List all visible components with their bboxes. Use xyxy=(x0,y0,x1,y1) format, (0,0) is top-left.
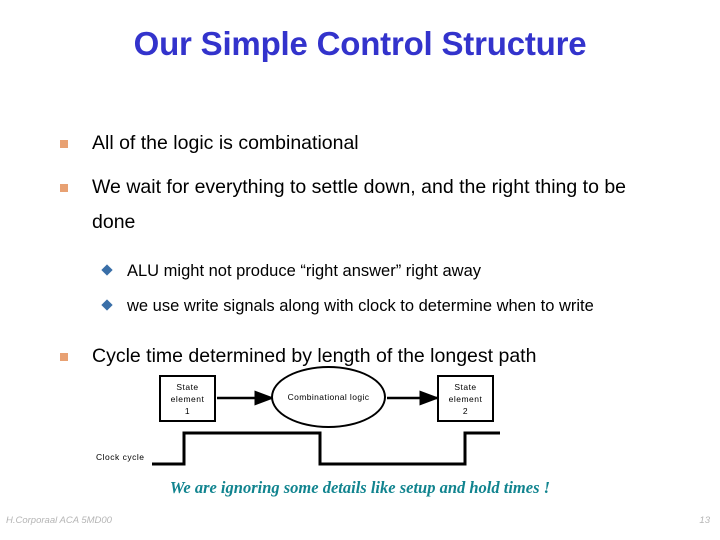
bullet-item-1: All of the logic is combinational xyxy=(0,126,720,161)
sub-bullet-group: ALU might not produce “right answer” rig… xyxy=(0,256,720,321)
state-element-1-line3: 1 xyxy=(184,405,191,416)
combinational-logic-label: Combinational logic xyxy=(287,392,370,402)
diagram-lines xyxy=(152,390,500,466)
state-element-2-line1: State xyxy=(454,381,477,392)
state-element-1-line1: State xyxy=(176,381,199,392)
footer-page-number: 13 xyxy=(699,515,710,526)
sub-bullet-text: we use write signals along with clock to… xyxy=(127,297,594,315)
sub-bullet-text: ALU might not produce “right answer” rig… xyxy=(127,262,481,280)
square-bullet-icon xyxy=(60,140,68,148)
square-bullet-icon xyxy=(60,353,68,361)
slide-note: We are ignoring some details like setup … xyxy=(169,478,551,497)
clock-cycle-label: Clock cycle xyxy=(96,452,145,462)
bullet-item-3: Cycle time determined by length of the l… xyxy=(0,339,720,374)
square-bullet-icon xyxy=(60,184,68,192)
combinational-logic-ellipse: Combinational logic xyxy=(271,366,386,428)
bullet-text: All of the logic is combinational xyxy=(92,132,359,154)
bullet-text: Cycle time determined by length of the l… xyxy=(92,345,537,367)
state-element-1-line2: element xyxy=(170,393,205,404)
datapath-timing-diagram: State element 1 Combinational logic Stat… xyxy=(0,360,720,485)
diamond-bullet-icon xyxy=(101,299,113,311)
sub-bullet-item-1: ALU might not produce “right answer” rig… xyxy=(0,256,720,286)
page-title: Our Simple Control Structure xyxy=(133,25,587,62)
state-element-1-box: State element 1 xyxy=(159,375,216,422)
state-element-2-box: State element 2 xyxy=(437,375,494,422)
bullet-text: We wait for everything to settle down, a… xyxy=(92,176,627,233)
sub-bullet-item-2: we use write signals along with clock to… xyxy=(0,291,720,321)
state-element-2-line3: 2 xyxy=(462,405,469,416)
diamond-bullet-icon xyxy=(101,264,113,276)
footer-attribution: H.Corporaal ACA 5MD00 xyxy=(6,515,112,526)
bullet-item-2: We wait for everything to settle down, a… xyxy=(0,170,720,240)
state-element-2-line2: element xyxy=(448,393,483,404)
clock-waveform xyxy=(152,431,500,466)
bullet-list: All of the logic is combinational We wai… xyxy=(0,126,720,383)
